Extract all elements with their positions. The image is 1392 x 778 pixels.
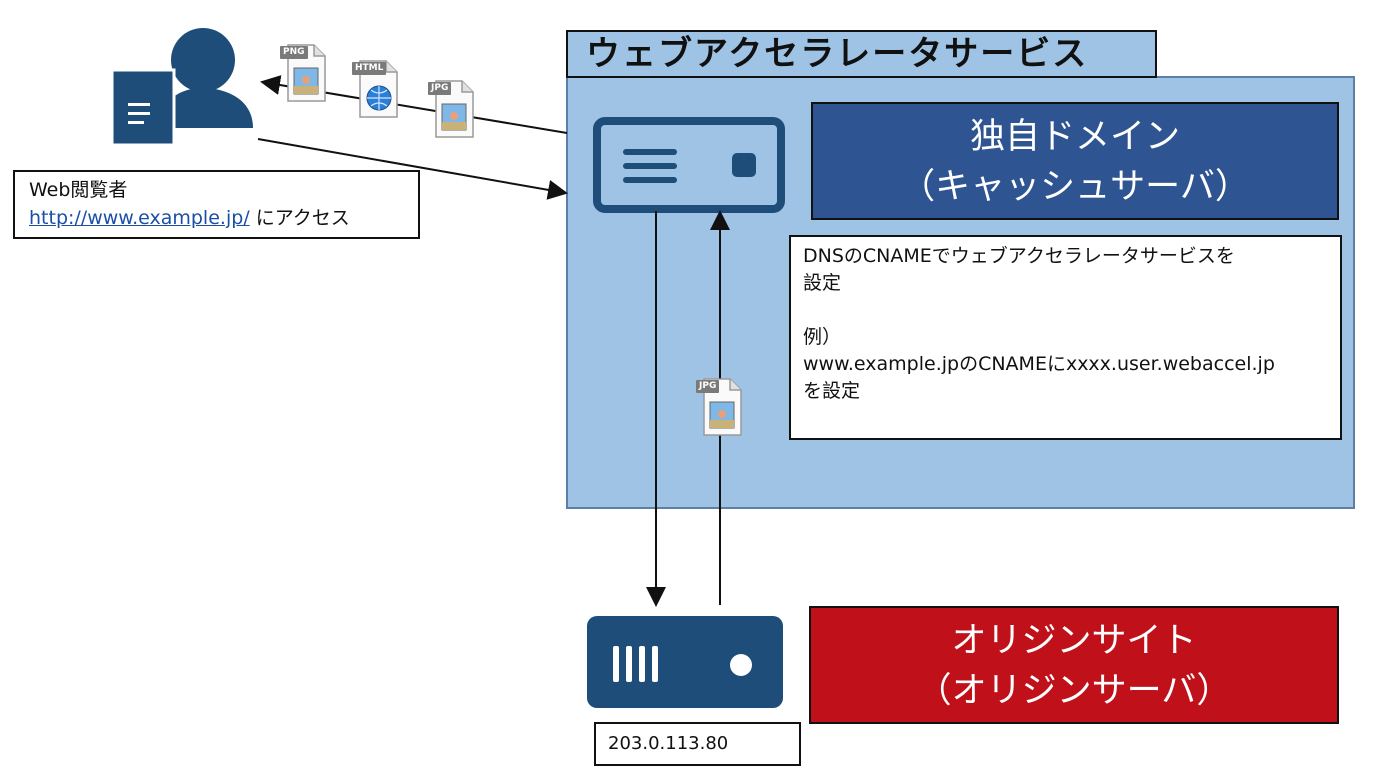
viewer-access-line: http://www.example.jp/ にアクセス [29, 204, 404, 232]
service-title: ウェブアクセラレータサービス [566, 30, 1157, 78]
origin-line2: （オリジンサーバ） [916, 671, 1232, 711]
user-document-icon [110, 28, 253, 147]
origin-line1: オリジンサイト [951, 621, 1197, 661]
png-file-tag: PNG [280, 46, 308, 59]
dns-note-line1: DNSのCNAMEでウェブアクセラレータサービスを [803, 245, 1235, 267]
viewer-label: Web閲覧者 [29, 179, 128, 201]
html-file-tag: HTML [352, 62, 387, 75]
png-file-icon: PNG [280, 44, 326, 102]
dns-note-line2: 設定 [803, 272, 842, 294]
request-arrow [257, 138, 568, 200]
dns-note-line4: www.example.jpのCNAMEにxxxx.user.webaccel.… [803, 353, 1275, 375]
origin-site-label: オリジンサイト （オリジンサーバ） [809, 606, 1339, 724]
jpg-file-icon-origin: JPG [696, 378, 742, 436]
jpg-file-icon: JPG [428, 80, 474, 138]
dns-note-line5: を設定 [803, 380, 861, 402]
cache-server-line1: 独自ドメイン [969, 117, 1180, 157]
viewer-access-suffix: にアクセス [249, 207, 350, 229]
cache-server-icon [593, 117, 785, 213]
jpg-file-tag-origin: JPG [696, 380, 720, 393]
jpg-file-tag: JPG [428, 82, 452, 95]
viewer-url-link[interactable]: http://www.example.jp/ [29, 207, 250, 229]
origin-server-icon [587, 616, 783, 708]
dns-note: DNSのCNAMEでウェブアクセラレータサービスを 設定 例） www.exam… [789, 235, 1342, 440]
cache-server-label: 独自ドメイン （キャッシュサーバ） [811, 102, 1339, 220]
cache-server-line2: （キャッシュサーバ） [900, 167, 1250, 207]
html-file-icon: HTML [352, 60, 398, 118]
origin-ip-address: 203.0.113.80 [594, 722, 801, 766]
dns-note-line3: 例） [803, 326, 842, 348]
viewer-label-box: Web閲覧者 http://www.example.jp/ にアクセス [13, 170, 420, 239]
